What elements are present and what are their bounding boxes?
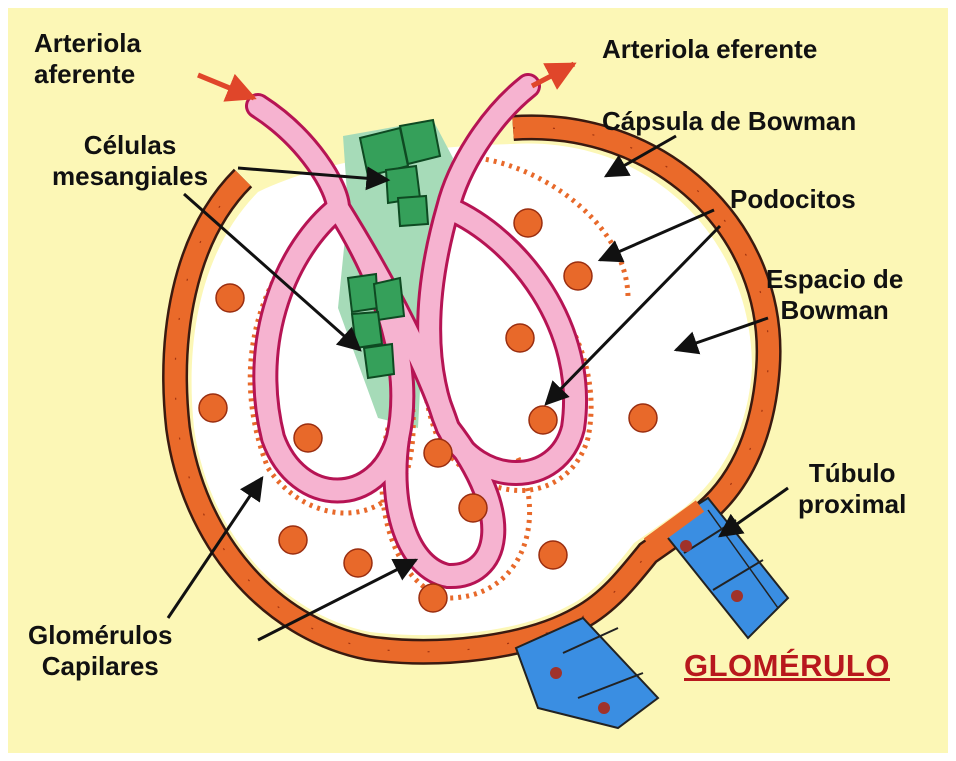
label-bowman-capsule: Cápsula de Bowman [602,106,856,137]
label-mesangial-cells: Células mesangiales [52,130,208,192]
diagram-frame: Arteriola aferente Arteriola eferente Cá… [8,8,948,753]
label-bowman-space: Espacio de Bowman [766,264,903,326]
diagram-title: GLOMÉRULO [684,648,890,684]
label-proximal-tubule: Túbulo proximal [798,458,906,520]
label-glomerular-capillaries: Glomérulos Capilares [28,620,172,682]
label-afferent-arteriole: Arteriola aferente [34,28,141,90]
label-efferent-arteriole: Arteriola eferente [602,34,817,65]
label-podocytes: Podocitos [730,184,856,215]
